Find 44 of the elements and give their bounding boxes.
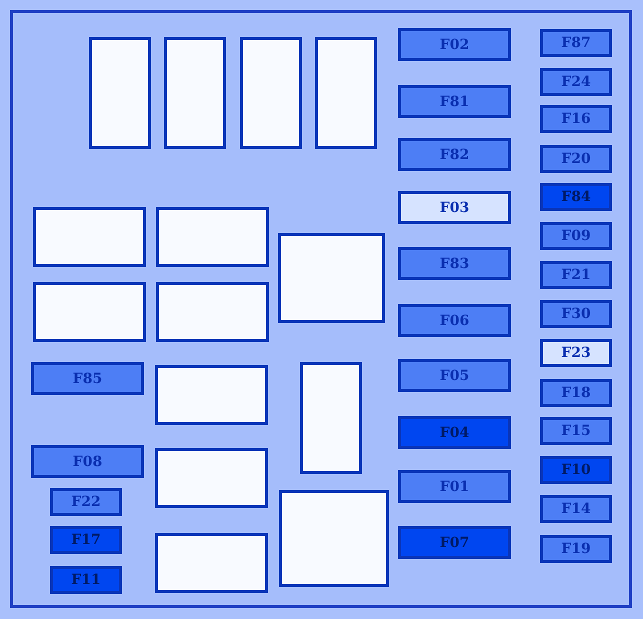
- fuse-slot: F11: [50, 566, 122, 594]
- fuse-slot: F08: [31, 445, 144, 478]
- fuse-slot: F87: [540, 29, 612, 57]
- fuse-slot: F30: [540, 300, 612, 328]
- fuse-slot: F23: [540, 339, 612, 367]
- relay-slot: [279, 490, 389, 587]
- relay-slot: [155, 533, 268, 593]
- fuse-slot: F14: [540, 495, 612, 523]
- fuse-slot: F84: [540, 183, 612, 211]
- fuse-slot: F22: [50, 488, 122, 516]
- fuse-slot: F19: [540, 535, 612, 563]
- fuse-slot: F10: [540, 456, 612, 484]
- fuse-slot: F15: [540, 417, 612, 445]
- fuse-slot: F07: [398, 526, 511, 559]
- fuse-slot: F01: [398, 470, 511, 503]
- fuse-slot: F17: [50, 526, 122, 554]
- relay-slot: [164, 37, 226, 149]
- fuse-slot: F20: [540, 145, 612, 173]
- fuse-slot: F21: [540, 261, 612, 289]
- fuse-slot: F18: [540, 379, 612, 407]
- relay-slot: [156, 207, 269, 267]
- fuse-slot: F09: [540, 222, 612, 250]
- relay-slot: [155, 365, 268, 425]
- relay-slot: [33, 207, 146, 267]
- fuse-slot: F83: [398, 247, 511, 280]
- relay-slot: [300, 362, 362, 474]
- relay-slot: [315, 37, 377, 149]
- relay-slot: [155, 448, 268, 508]
- fuse-slot: F16: [540, 105, 612, 133]
- relay-slot: [89, 37, 151, 149]
- fuse-slot: F82: [398, 138, 511, 171]
- fuse-slot: F81: [398, 85, 511, 118]
- fuse-slot: F05: [398, 359, 511, 392]
- relay-slot: [156, 282, 269, 342]
- fuse-slot: F06: [398, 304, 511, 337]
- relay-slot: [278, 233, 385, 323]
- fuse-slot: F04: [398, 416, 511, 449]
- fuse-slot: F02: [398, 28, 511, 61]
- relay-slot: [240, 37, 302, 149]
- fuse-slot: F24: [540, 68, 612, 96]
- fuse-slot: F03: [398, 191, 511, 224]
- fuse-box-panel: [10, 10, 632, 608]
- relay-slot: [33, 282, 146, 342]
- fuse-slot: F85: [31, 362, 144, 395]
